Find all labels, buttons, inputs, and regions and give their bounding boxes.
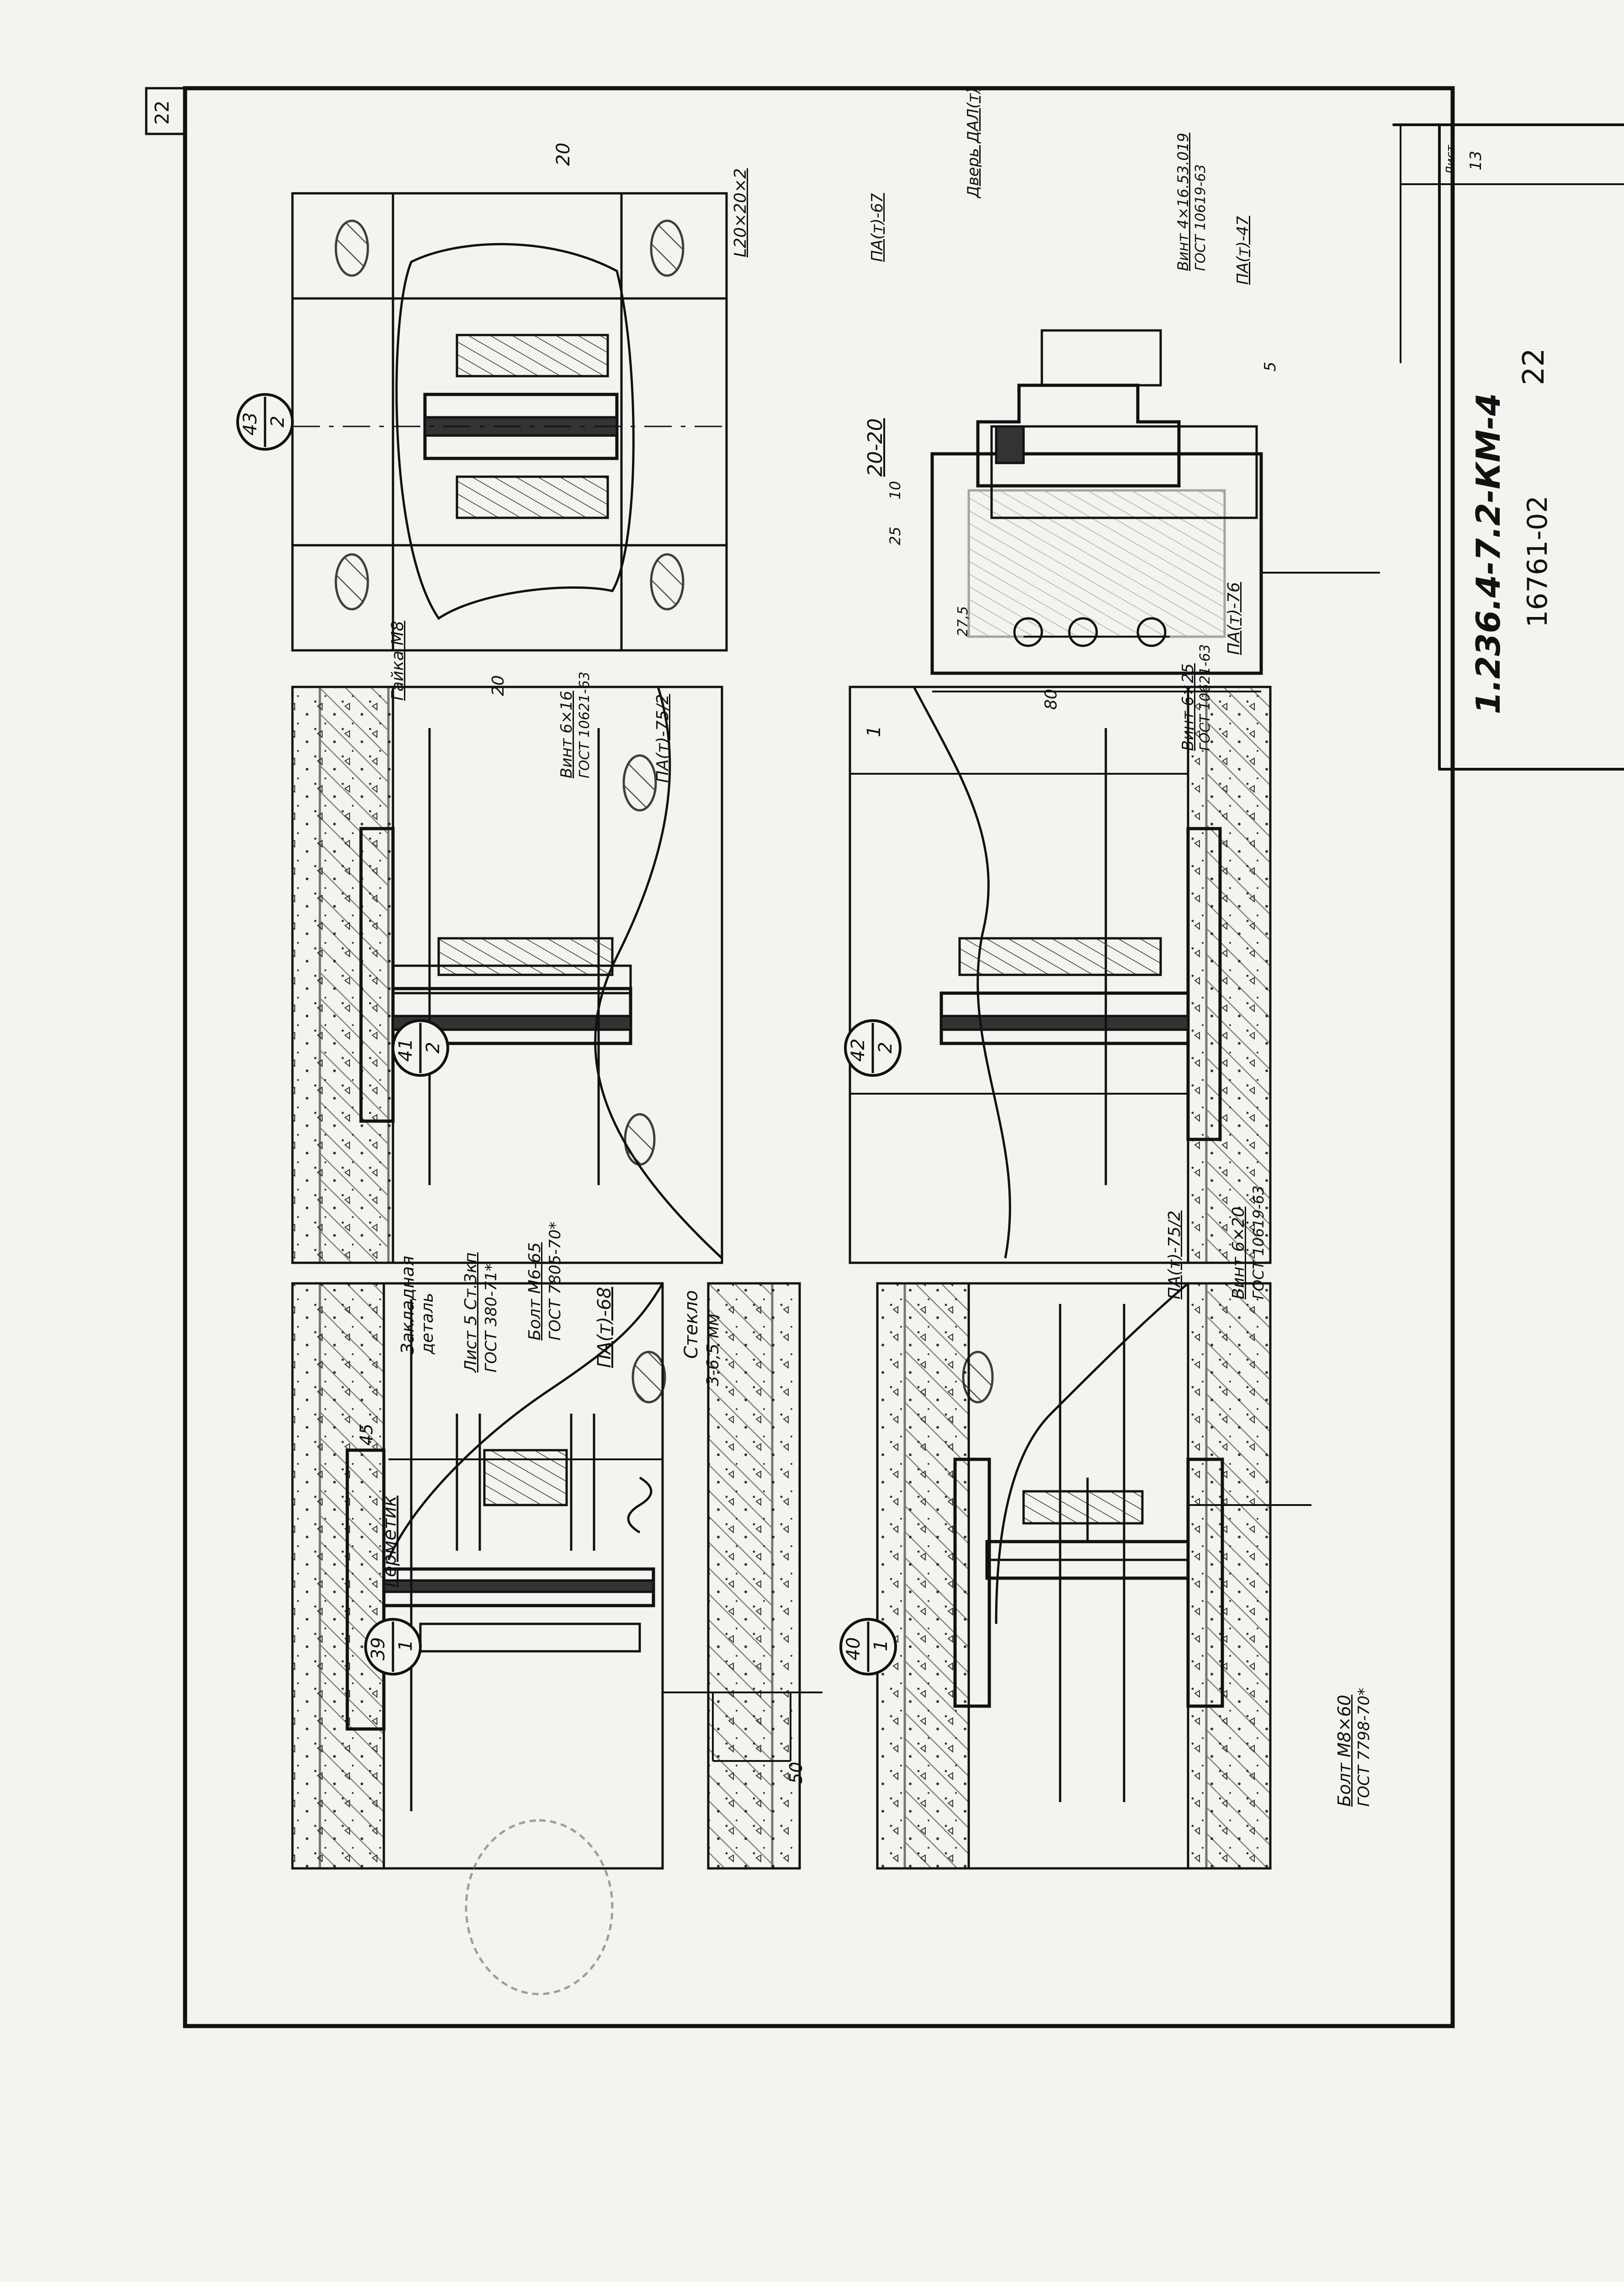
sheet-number: 13 [1467,150,1485,170]
cut-mark-20: 20 [553,143,574,166]
document-code: 1.236.4-7.2-КМ-4 [1469,393,1507,714]
label-pa75-a: ПА(т)-75/2 [1165,1210,1184,1299]
label-pa47: ПА(т)-47 [1234,216,1252,285]
cut-mark-1: 1 [864,725,885,737]
label-pa67: ПА(т)-67 [868,193,886,262]
label-bolt-m8-2: ГОСТ 7798-70* [1355,1687,1373,1807]
detail-41-sheet: 2 [423,1042,444,1053]
label-vint4-1: Винт 4×16.53.019 [1174,133,1192,271]
label-bolt-m6-1: Болт М6-65 [525,1242,544,1340]
label-list-1: Лист 5 Ст.3кп [462,1252,480,1372]
detail-39-number: 39 [368,1637,389,1660]
label-vint620-1: Винт 6×20 [1229,1207,1248,1299]
label-pa75-b: ПА(т)-75/2 [653,694,672,783]
detail-39-sheet: 1 [395,1639,416,1651]
stamp-seal [465,1819,614,1995]
dim-10: 10 [886,481,904,500]
detail-40-sheet: 1 [870,1639,892,1651]
page-number: 22 [151,100,173,125]
dim-50: 50 [786,1761,806,1784]
label-bolt-m8-1: Болт М8×60 [1334,1695,1354,1807]
label-dver: Дверь ДАЛ(т) [964,87,982,198]
dim-20: 20 [489,675,508,696]
dim-80: 80 [1042,689,1061,710]
archive-number: 16761-02 [1522,495,1554,628]
detail-41-number: 41 [395,1038,416,1062]
label-ugolok: L20×20×2 [731,168,750,257]
label-gaika: Гайка М8 [388,621,407,701]
label-bolt-m6-2: ГОСТ 7805-70* [546,1221,564,1340]
dim-27-5: 27,5 [955,606,971,637]
label-list-2: ГОСТ 380-71* [482,1263,500,1372]
section-20-20: 20-20 [864,418,887,477]
label-vint616-1: Винт 6×16 [557,691,576,778]
detail-43-number: 43 [240,412,261,436]
label-zaklad-2: деталь [418,1293,437,1354]
detail-43-sheet: 2 [267,415,288,427]
label-vint4-2: ГОСТ 10619-63 [1193,164,1209,271]
corner-page-number: 22 [1517,348,1551,385]
dim-45: 45 [356,1423,377,1446]
detail-40-number: 40 [843,1637,864,1660]
label-vint625-1: Винт 6×25 [1179,663,1197,751]
label-zaklad-1: Закладная [398,1255,418,1354]
label-steklo-1: Стекло [681,1290,702,1359]
label-pa76: ПА(т)-76 [1225,582,1243,655]
sheet-label: Лист [1444,145,1458,175]
detail-42-number: 42 [848,1038,869,1062]
label-vint620-2: ГОСТ 10619-63 [1250,1185,1267,1299]
dim-5: 5 [1261,362,1279,372]
label-steklo-2: 3-6,5 мм [704,1314,722,1386]
dim-25: 25 [886,527,904,545]
label-vint625-2: ГОСТ 10621-63 [1197,644,1213,751]
label-pa68: ПА(т)-68 [594,1287,615,1368]
label-germetik: Герметик [379,1495,400,1587]
detail-42-sheet: 2 [875,1042,896,1053]
label-vint616-2: ГОСТ 10621-63 [577,671,593,778]
